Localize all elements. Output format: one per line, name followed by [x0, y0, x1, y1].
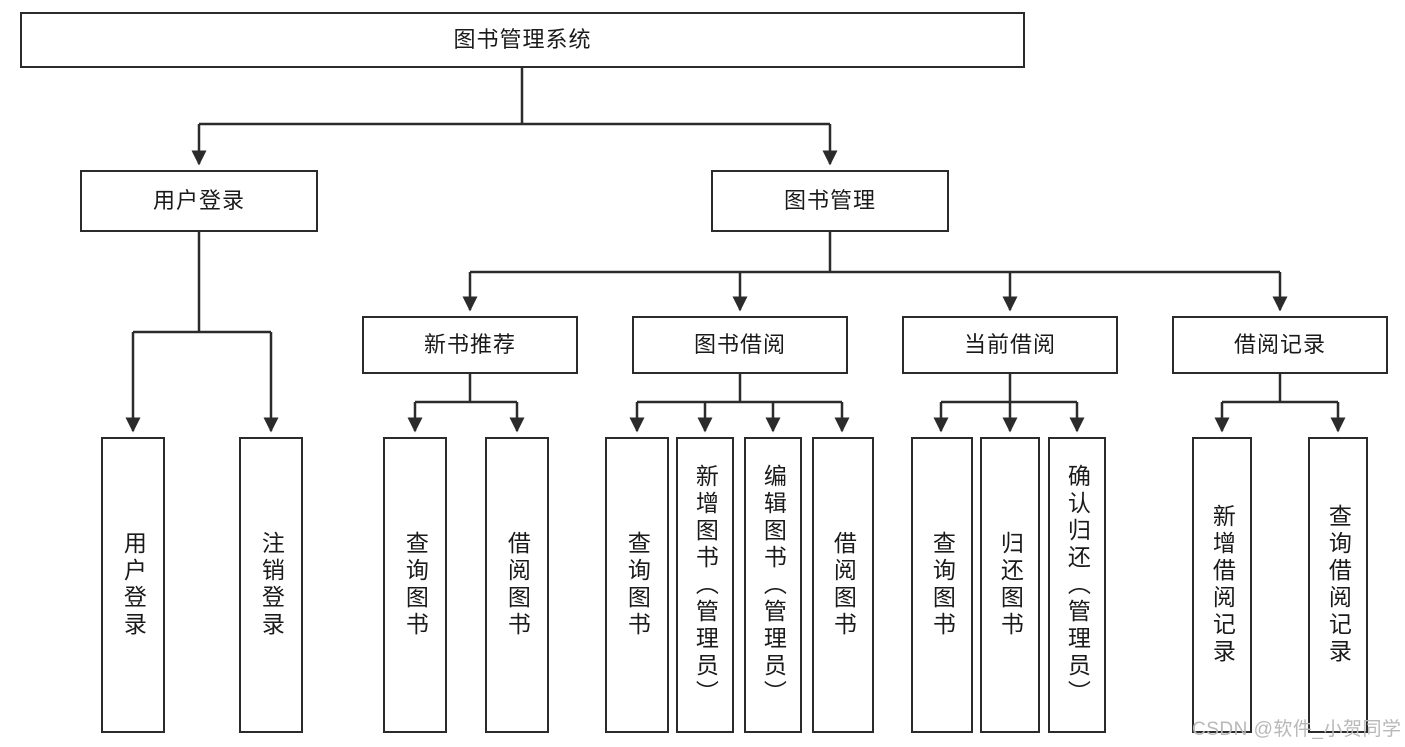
node-leaf-confirm-return-label: 确认归还（管理员） [1064, 463, 1091, 707]
node-leaf-add-book[interactable]: 新增图书（管理员） [676, 437, 734, 733]
node-leaf-edit-book[interactable]: 编辑图书（管理员） [744, 437, 802, 733]
node-borrow-record[interactable]: 借阅记录 [1172, 316, 1388, 374]
node-leaf-confirm-return[interactable]: 确认归还（管理员） [1048, 437, 1106, 733]
node-root-label: 图书管理系统 [453, 26, 592, 52]
node-leaf-logout-label: 注销登录 [258, 531, 285, 639]
node-leaf-logout[interactable]: 注销登录 [239, 437, 303, 733]
node-leaf-edit-book-label: 编辑图书（管理员） [760, 463, 787, 707]
node-leaf-query-book-2[interactable]: 查询图书 [605, 437, 669, 733]
node-leaf-user-login-label: 用户登录 [120, 531, 147, 639]
node-book-manage-label: 图书管理 [783, 187, 876, 213]
node-book-manage[interactable]: 图书管理 [711, 170, 949, 232]
node-user-login[interactable]: 用户登录 [80, 170, 318, 232]
node-leaf-query-book-1[interactable]: 查询图书 [383, 437, 447, 733]
node-new-book-rec[interactable]: 新书推荐 [362, 316, 578, 374]
node-user-login-label: 用户登录 [152, 187, 245, 213]
node-leaf-query-record-label: 查询借阅记录 [1325, 504, 1352, 666]
node-leaf-borrow-book-2-label: 借阅图书 [830, 531, 857, 639]
node-leaf-add-record[interactable]: 新增借阅记录 [1192, 437, 1252, 733]
node-leaf-add-record-label: 新增借阅记录 [1209, 504, 1236, 666]
node-borrow-record-label: 借阅记录 [1233, 331, 1326, 357]
node-book-borrow[interactable]: 图书借阅 [632, 316, 848, 374]
node-new-book-rec-label: 新书推荐 [423, 331, 516, 357]
node-book-borrow-label: 图书借阅 [693, 331, 786, 357]
node-leaf-borrow-book-1-label: 借阅图书 [504, 531, 531, 639]
node-leaf-query-book-1-label: 查询图书 [402, 531, 429, 639]
node-leaf-query-book-3-label: 查询图书 [929, 531, 956, 639]
node-leaf-query-book-3[interactable]: 查询图书 [911, 437, 973, 733]
node-current-borrow-label: 当前借阅 [963, 331, 1056, 357]
node-leaf-query-record[interactable]: 查询借阅记录 [1308, 437, 1368, 733]
watermark-text: CSDN @软件_小贺同学 [1192, 719, 1402, 740]
node-leaf-borrow-book-1[interactable]: 借阅图书 [485, 437, 549, 733]
node-leaf-add-book-label: 新增图书（管理员） [692, 463, 719, 707]
node-leaf-query-book-2-label: 查询图书 [624, 531, 651, 639]
node-current-borrow[interactable]: 当前借阅 [902, 316, 1118, 374]
node-leaf-borrow-book-2[interactable]: 借阅图书 [812, 437, 874, 733]
watermark: CSDN @软件_小贺同学 [1192, 714, 1401, 741]
node-leaf-return-book-label: 归还图书 [997, 531, 1024, 639]
node-leaf-user-login[interactable]: 用户登录 [101, 437, 165, 733]
node-root[interactable]: 图书管理系统 [20, 12, 1025, 68]
node-leaf-return-book[interactable]: 归还图书 [980, 437, 1040, 733]
